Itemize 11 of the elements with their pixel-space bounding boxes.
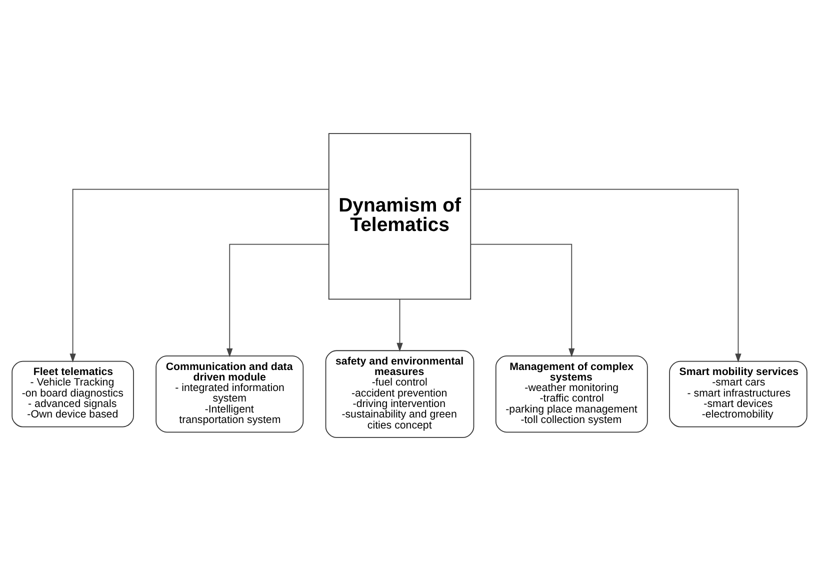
node-box: Dynamism of Telematics — [328, 133, 472, 300]
node-box: Smart mobility services -smart cars - smart infrastructures -smart devices -electromobility — [669, 360, 808, 428]
arrow — [470, 188, 742, 362]
node-box: Communication and data driven module - integrated information system -Intelligent transportation system — [156, 356, 304, 433]
arrow — [226, 244, 330, 358]
arrow — [470, 244, 575, 358]
arrow — [70, 188, 330, 362]
arrow — [396, 299, 403, 352]
node-box: Fleet telematics - Vehicle Tracking -on board diagnostics - advanced signals -Own device based — [12, 360, 134, 428]
node-box: Management of complex systems -weather monitoring -traffic control -parking place management -toll collection system — [495, 356, 648, 433]
node-box: safety and environmental measures -fuel control -accident prevention -driving intervention -sustainability and green cities concept — [325, 350, 474, 438]
